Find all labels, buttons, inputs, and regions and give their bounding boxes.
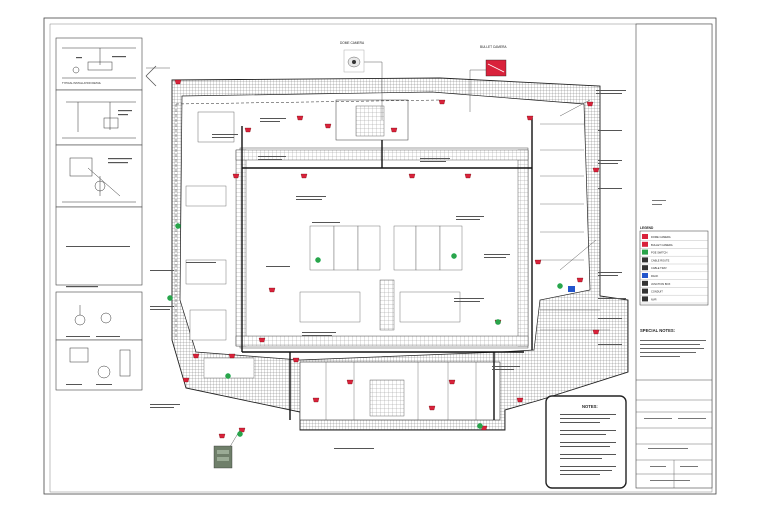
- detail-column: [55, 37, 143, 391]
- camera-marker-icon: [258, 337, 266, 343]
- camera-marker-icon: [586, 101, 594, 107]
- switch-marker-icon: [557, 283, 563, 289]
- legend-symbol: [642, 241, 648, 247]
- camera-marker-icon: [526, 115, 534, 121]
- camera-marker-icon: [516, 397, 524, 403]
- legend-symbol: [642, 234, 648, 239]
- bullet-camera-callout: BULLET CAMERA: [480, 45, 507, 77]
- detail-caption: TYPICAL INSTALLATION DETAIL: [62, 81, 102, 85]
- camera-marker-icon: [228, 353, 236, 359]
- dome-camera-label: DOME CAMERA: [340, 41, 365, 45]
- switch-marker-icon: [477, 423, 483, 429]
- legend-label: POE SWITCH: [651, 251, 668, 255]
- legend: LEGEND DOME CAMERA BULLET CAMERA POE SWITC…: [639, 226, 709, 306]
- legend-label: CABLE ROUTE: [651, 258, 670, 262]
- camera-marker-icon: [296, 115, 304, 121]
- camera-marker-icon: [346, 379, 354, 385]
- dome-camera-callout: DOME CAMERA: [340, 41, 365, 73]
- switch-marker-icon: [175, 223, 181, 229]
- camera-marker-icon: [300, 173, 308, 179]
- cable-routes: [241, 118, 533, 420]
- camera-marker-icon: [438, 99, 446, 105]
- camera-marker-icon: [428, 405, 436, 411]
- switch-marker-icon: [225, 373, 231, 379]
- legend-label: NVR: [651, 297, 657, 301]
- camera-marker-icon: [592, 167, 600, 173]
- camera-marker-icon: [244, 127, 252, 133]
- legend-symbol: [642, 257, 648, 263]
- legend-symbol: [642, 296, 648, 302]
- legend-label: CONDUIT: [651, 290, 663, 294]
- special-notes-title: SPECIAL NOTES:: [640, 328, 675, 333]
- north-arrow-icon: [145, 65, 157, 87]
- legend-symbol: [642, 249, 648, 255]
- switch-markers: [167, 223, 563, 437]
- camera-marker-icon: [238, 427, 246, 433]
- switch-marker-icon: [495, 319, 501, 325]
- camera-marker-icon: [268, 287, 276, 293]
- legend-title: LEGEND: [640, 226, 654, 230]
- camera-marker-icon: [312, 397, 320, 403]
- legend-symbol: [642, 280, 648, 286]
- legend-label: BULLET CAMERA: [651, 243, 673, 247]
- camera-marker-icon: [324, 123, 332, 129]
- rack-icon: [568, 286, 575, 292]
- camera-marker-icon: [576, 277, 584, 283]
- nvr-callout: [213, 445, 233, 469]
- notes-title: NOTES:: [582, 404, 598, 409]
- legend-symbol: [642, 265, 648, 271]
- title-block: LEGEND DOME CAMERA BULLET CAMERA POE SWITC…: [635, 23, 713, 489]
- camera-marker-icon: [408, 173, 416, 179]
- camera-marker-icon: [192, 353, 200, 359]
- legend-label: RACK: [651, 274, 658, 278]
- switch-marker-icon: [237, 431, 243, 437]
- legend-symbol: [642, 288, 648, 294]
- legend-symbol: [642, 273, 648, 278]
- legend-label: CABLE TRAY: [651, 266, 667, 270]
- camera-marker-icon: [592, 329, 600, 335]
- switch-marker-icon: [315, 257, 321, 263]
- legend-label: DOME CAMERA: [651, 235, 671, 239]
- switch-marker-icon: [167, 295, 173, 301]
- notes-box: NOTES:: [545, 395, 627, 489]
- camera-marker-icon: [182, 377, 190, 383]
- camera-marker-icon: [390, 127, 398, 133]
- camera-marker-icon: [232, 173, 240, 179]
- bullet-camera-label: BULLET CAMERA: [480, 45, 507, 49]
- camera-marker-icon: [174, 79, 182, 85]
- camera-marker-icon: [292, 357, 300, 363]
- special-notes: SPECIAL NOTES:: [640, 328, 706, 357]
- camera-marker-icon: [534, 259, 542, 265]
- camera-marker-icon: [448, 379, 456, 385]
- camera-marker-icon: [464, 173, 472, 179]
- floor-plan: [145, 61, 629, 461]
- legend-label: JUNCTION BOX: [651, 282, 671, 286]
- switch-marker-icon: [451, 253, 457, 259]
- camera-marker-icon: [218, 433, 226, 439]
